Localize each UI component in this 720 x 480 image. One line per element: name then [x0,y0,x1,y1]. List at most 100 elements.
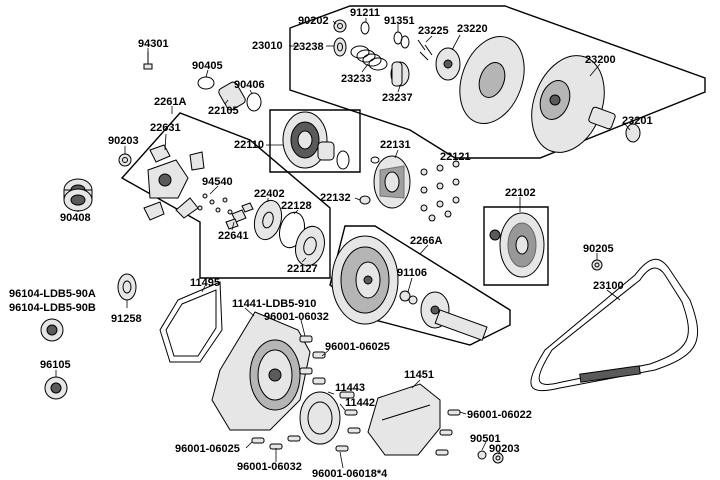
label-22110: 22110 [234,139,264,151]
cover-11441 [211,311,311,431]
washer-90202 [333,19,347,33]
label-11442: 11442 [345,397,375,409]
seal-96105 [44,376,68,400]
clutch-bell-2266A [331,235,399,325]
label-91258: 91258 [111,313,142,325]
label-94540: 94540 [202,176,233,188]
fan-22102 [489,212,545,278]
pin-23225 [417,39,433,61]
washer-90501 [477,450,487,460]
label-11451: 11451 [404,369,434,381]
label-22128: 22128 [281,200,312,212]
label-96104-ldb5-90a: 96104-LDB5-90A [9,288,96,300]
inner-cover-11443 [299,391,355,445]
label-96001-06022: 96001-06022 [467,409,532,421]
seal-91258 [117,273,137,301]
collar-23237 [390,61,410,87]
assembly-box-22110 [269,109,361,173]
label-96001-06025-bottom: 96001-06025 [175,443,240,455]
label-96001-06025-right: 96001-06025 [325,341,390,353]
label-94301: 94301 [138,38,169,50]
plate-22402 [253,199,283,241]
label-23220: 23220 [457,23,488,35]
label-22102: 22102 [505,187,536,199]
drive-face-22131 [370,155,411,209]
label-96001-06018x4: 96001-06018*4 [312,468,388,480]
label-90205: 90205 [583,243,614,255]
label-22132: 22132 [320,192,351,204]
label-91351: 91351 [384,15,415,27]
collar-23201 [625,123,641,143]
label-90405: 90405 [192,60,223,72]
label-22121: 22121 [440,151,471,163]
label-22641: 22641 [218,230,249,242]
label-90202: 90202 [298,15,329,27]
label-22105: 22105 [208,105,239,117]
label-11441-ldb5-910: 11441-LDB5-910 [232,298,316,310]
belt-23100 [530,258,698,392]
weights-94540 [197,193,233,215]
label-91106: 91106 [397,267,427,279]
assembly-box-2261A [120,112,331,279]
label-90501: 90501 [470,433,501,445]
label-90406: 90406 [234,79,265,91]
ramp-plate-22631 [143,144,205,221]
label-91211: 91211 [350,7,380,19]
label-22631: 22631 [150,122,181,134]
label-90203-bottom: 90203 [489,443,520,455]
driven-shaft-2266A [420,291,488,341]
slider-22641 [225,202,254,230]
label-23100: 23100 [593,280,624,292]
label-23200: 23200 [585,54,616,66]
label-2261A: 2261A [154,96,186,108]
seal-96104 [40,318,64,342]
bolts-96001-06025-bottom [251,435,301,450]
washer-90205 [591,259,603,271]
label-11495: 11495 [190,277,220,289]
washer-90203b [492,452,504,464]
leader-lines [55,18,631,469]
label-96104-ldb5-90b: 96104-LDB5-90B [9,302,96,314]
gasket-11495 [159,281,223,363]
label-22402: 22402 [254,188,285,200]
rollers-22121 [420,160,460,222]
label-96001-06032-bottom: 96001-06032 [237,461,302,473]
cover-22127 [295,225,325,267]
label-90408: 90408 [60,212,91,224]
oring-91351 [393,31,410,49]
clutch-22110 [282,111,350,170]
bearing-90408 [63,178,93,212]
fixed-sheave-23200 [531,55,616,153]
label-23225: 23225 [418,25,449,37]
label-23201: 23201 [622,115,653,127]
oring-91211 [360,21,370,35]
label-22131: 22131 [380,139,411,151]
spring-23233 [350,45,388,71]
shroud-11451 [367,383,441,456]
bolts-96001-06032-left [299,335,326,385]
washer-90203a [118,153,132,167]
label-90203: 90203 [108,135,139,147]
label-23238: 23238 [293,41,324,53]
label-96105: 96105 [40,359,71,371]
ring-23238 [333,37,347,57]
collar-22132 [359,195,371,205]
oring-90405 [197,76,215,90]
label-23233: 23233 [341,73,372,85]
part-number-labels: 90202 91211 91351 23225 23220 23010 2323… [9,7,653,480]
label-23237: 23237 [382,92,413,104]
label-11443: 11443 [335,382,365,394]
bolts-11442 [335,409,361,452]
label-22127: 22127 [287,263,318,275]
assembly-box-22102 [483,206,549,286]
oring-90406 [246,92,262,112]
label-96001-06032-top: 96001-06032 [264,311,329,323]
bolts-96001-06022 [435,409,461,456]
label-2266A: 2266A [410,235,442,247]
label-23010: 23010 [252,40,283,52]
bolt-94301 [143,52,153,70]
bearing-91106 [399,290,418,305]
movable-sheave-23220 [435,35,525,125]
